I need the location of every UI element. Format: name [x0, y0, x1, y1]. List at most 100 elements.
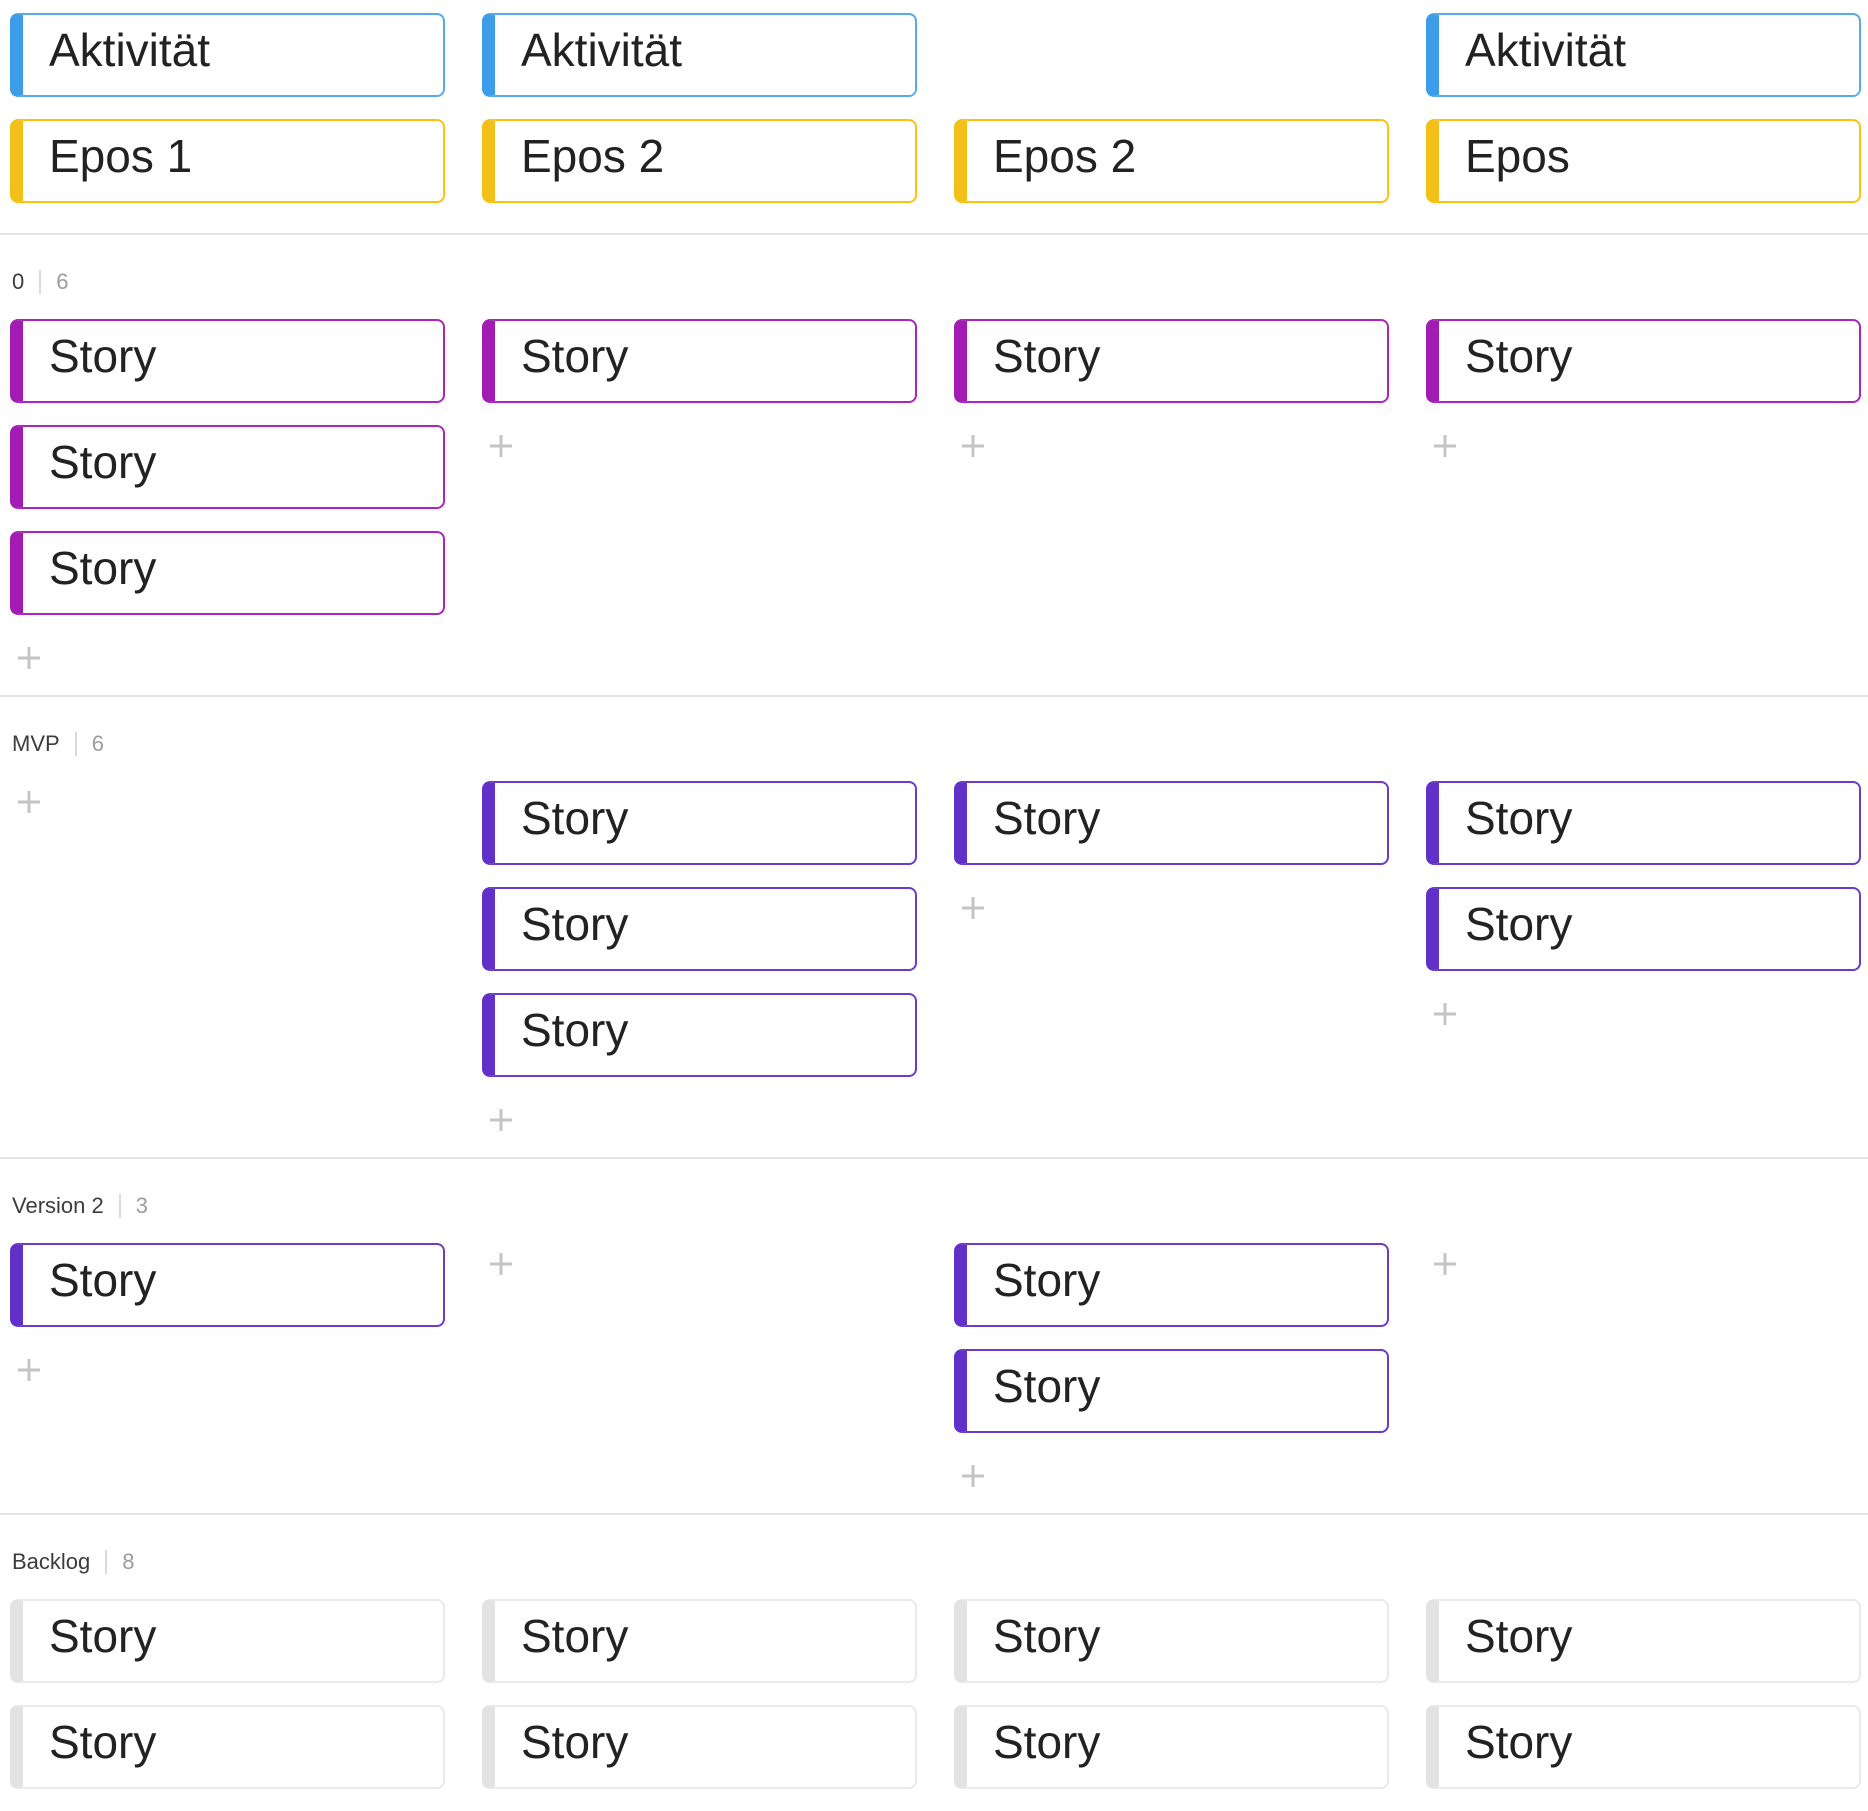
- add-story-button[interactable]: [958, 893, 988, 923]
- story-card-label: Story: [521, 1004, 629, 1056]
- story-card[interactable]: Story: [482, 781, 917, 865]
- section-column: Story Story: [1426, 1599, 1861, 1789]
- activity-card[interactable]: Aktivität: [482, 13, 917, 97]
- section-story-count: 6: [56, 269, 69, 294]
- section-story-count: 3: [135, 1193, 148, 1218]
- plus-icon: [962, 435, 984, 457]
- story-card-label: Story: [521, 1610, 629, 1662]
- story-card[interactable]: Story: [954, 1349, 1389, 1433]
- section-name[interactable]: MVP: [12, 731, 60, 756]
- story-card-label: Story: [1465, 792, 1573, 844]
- plus-icon: [18, 1359, 40, 1381]
- section-column: [1426, 1243, 1861, 1279]
- plus-icon: [962, 897, 984, 919]
- story-card[interactable]: Story: [10, 1599, 445, 1683]
- epic-card[interactable]: Epos: [1426, 119, 1861, 203]
- section-header: MVP 6: [12, 731, 1868, 757]
- section-separator: [74, 732, 77, 756]
- story-card[interactable]: Story: [482, 319, 917, 403]
- story-card-label: Story: [993, 792, 1101, 844]
- activity-card[interactable]: Aktivität: [10, 13, 445, 97]
- section-column: Story Story: [954, 1599, 1389, 1789]
- story-card-label: Story: [521, 792, 629, 844]
- epic-card-label: Epos 2: [521, 130, 665, 182]
- section-column: Story Story: [954, 1243, 1389, 1491]
- section-column: [10, 781, 445, 817]
- activity-card[interactable]: Aktivität: [1426, 13, 1861, 97]
- add-story-button[interactable]: [14, 787, 44, 817]
- plus-icon: [18, 791, 40, 813]
- story-card[interactable]: Story: [954, 319, 1389, 403]
- plus-icon: [490, 1253, 512, 1275]
- story-card[interactable]: Story: [482, 993, 917, 1077]
- section-divider: [0, 1513, 1868, 1515]
- story-card[interactable]: Story: [1426, 1599, 1861, 1683]
- add-story-button[interactable]: [1430, 431, 1460, 461]
- add-story-button[interactable]: [1430, 999, 1460, 1029]
- add-story-button[interactable]: [958, 431, 988, 461]
- section-separator: [105, 1550, 108, 1574]
- section-header: Version 2 3: [12, 1193, 1868, 1219]
- story-card[interactable]: Story: [10, 319, 445, 403]
- story-card-label: Story: [49, 542, 157, 594]
- section-separator: [118, 1194, 121, 1218]
- story-card[interactable]: Story: [1426, 781, 1861, 865]
- section-divider: [0, 233, 1868, 235]
- section-column: Story Story Story: [10, 319, 445, 673]
- story-card[interactable]: Story: [1426, 887, 1861, 971]
- section-divider: [0, 1157, 1868, 1159]
- story-card[interactable]: Story: [482, 1705, 917, 1789]
- epic-card[interactable]: Epos 2: [482, 119, 917, 203]
- story-card[interactable]: Story: [954, 1599, 1389, 1683]
- section-mvp: MVP 6 Story Story: [0, 695, 1868, 1157]
- section-column: Story: [1426, 319, 1861, 461]
- add-story-button[interactable]: [958, 1461, 988, 1491]
- story-card[interactable]: Story: [10, 1243, 445, 1327]
- section-name[interactable]: Backlog: [12, 1549, 91, 1574]
- section-column: Story Story: [10, 1599, 445, 1789]
- activity-card-label: Aktivität: [1465, 24, 1627, 76]
- epic-card-label: Epos 2: [993, 130, 1137, 182]
- story-card[interactable]: Story: [482, 887, 917, 971]
- story-card[interactable]: Story: [954, 781, 1389, 865]
- plus-icon: [1434, 1253, 1456, 1275]
- story-card-label: Story: [49, 436, 157, 488]
- add-story-button[interactable]: [1430, 1249, 1460, 1279]
- story-card-label: Story: [521, 1716, 629, 1768]
- add-story-button[interactable]: [486, 1105, 516, 1135]
- add-story-button[interactable]: [14, 643, 44, 673]
- story-card[interactable]: Story: [954, 1243, 1389, 1327]
- section-separator: [39, 270, 42, 294]
- epic-card[interactable]: Epos 1: [10, 119, 445, 203]
- section-column: Story Story: [1426, 781, 1861, 1029]
- add-story-button[interactable]: [486, 1249, 516, 1279]
- section-version-2: Version 2 3 Story: [0, 1157, 1868, 1513]
- story-card[interactable]: Story: [10, 425, 445, 509]
- story-card-label: Story: [993, 330, 1101, 382]
- section-header: 0 6: [12, 269, 1868, 295]
- plus-icon: [962, 1465, 984, 1487]
- story-card-label: Story: [1465, 1610, 1573, 1662]
- section-name[interactable]: 0: [12, 269, 25, 294]
- section-name[interactable]: Version 2: [12, 1193, 104, 1218]
- story-card[interactable]: Story: [10, 1705, 445, 1789]
- story-card[interactable]: Story: [1426, 319, 1861, 403]
- add-story-button[interactable]: [14, 1355, 44, 1385]
- story-card[interactable]: Story: [1426, 1705, 1861, 1789]
- header-rows: Aktivität Aktivität Aktivität Epos 1 Epo…: [0, 13, 1868, 203]
- add-story-button[interactable]: [486, 431, 516, 461]
- plus-icon: [18, 647, 40, 669]
- story-card[interactable]: Story: [482, 1599, 917, 1683]
- section-divider: [0, 695, 1868, 697]
- story-card[interactable]: Story: [954, 1705, 1389, 1789]
- story-card-label: Story: [49, 1254, 157, 1306]
- activity-card-label: Aktivität: [521, 24, 683, 76]
- section-backlog: Backlog 8 Story Story Story Story: [0, 1513, 1868, 1811]
- plus-icon: [1434, 435, 1456, 457]
- story-card-label: Story: [49, 330, 157, 382]
- epic-card[interactable]: Epos 2: [954, 119, 1389, 203]
- story-card-label: Story: [1465, 1716, 1573, 1768]
- story-card[interactable]: Story: [10, 531, 445, 615]
- section-column: Story: [954, 319, 1389, 461]
